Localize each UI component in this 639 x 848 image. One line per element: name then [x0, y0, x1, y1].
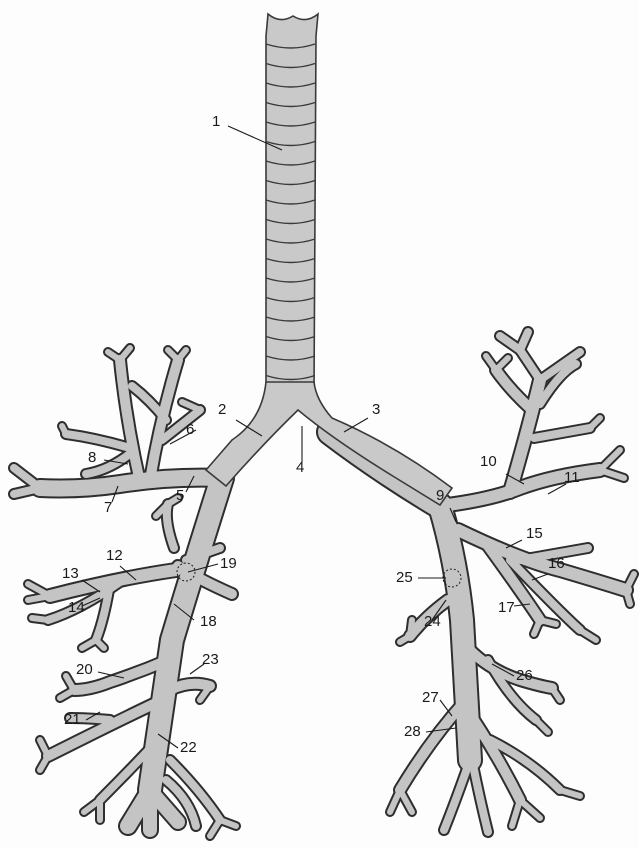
label-5: 5: [176, 487, 184, 504]
bronchus-lumen: [410, 620, 412, 636]
bronchus-lumen: [120, 348, 130, 360]
label-3: 3: [372, 401, 380, 418]
label-8: 8: [88, 449, 96, 466]
label-19: 19: [220, 555, 237, 572]
bronchus-lumen: [534, 428, 590, 438]
label-25: 25: [396, 569, 413, 586]
trachea: [266, 14, 318, 405]
label-20: 20: [76, 661, 93, 678]
label-4: 4: [296, 459, 304, 476]
label-1: 1: [212, 113, 220, 130]
bronchus-lumen: [580, 630, 596, 640]
label-22: 22: [180, 739, 197, 756]
bronchus-lumen: [182, 402, 200, 410]
label-17: 17: [498, 599, 515, 616]
label-26: 26: [516, 667, 533, 684]
bronchus-lumen: [496, 370, 532, 410]
label-14: 14: [68, 599, 85, 616]
label-16: 16: [548, 555, 565, 572]
label-13: 13: [62, 565, 79, 582]
label-7: 7: [104, 499, 112, 516]
bronchus-lumen: [40, 740, 48, 756]
label-11: 11: [564, 469, 580, 486]
label-9: 9: [436, 487, 444, 504]
label-28: 28: [404, 723, 421, 740]
label-23: 23: [202, 651, 219, 668]
bronchus-lumen: [540, 620, 556, 624]
bronchus-lumen: [62, 426, 66, 434]
label-21: 21: [64, 711, 81, 728]
label-10: 10: [480, 453, 497, 470]
label-27: 27: [422, 689, 439, 706]
label-6: 6: [186, 421, 194, 438]
label-2: 2: [218, 401, 226, 418]
label-18: 18: [200, 613, 217, 630]
bronchus-lumen: [536, 720, 548, 732]
bronchus-lumen: [444, 760, 470, 830]
label-12: 12: [106, 547, 123, 564]
label-15: 15: [526, 525, 543, 542]
bronchus-lumen: [32, 618, 48, 620]
bronchus-lumen: [512, 800, 520, 826]
bronchus-lumen: [496, 358, 508, 370]
bronchus-lumen: [210, 820, 220, 836]
label-24: 24: [424, 613, 441, 630]
bronchus-lumen: [400, 700, 466, 790]
